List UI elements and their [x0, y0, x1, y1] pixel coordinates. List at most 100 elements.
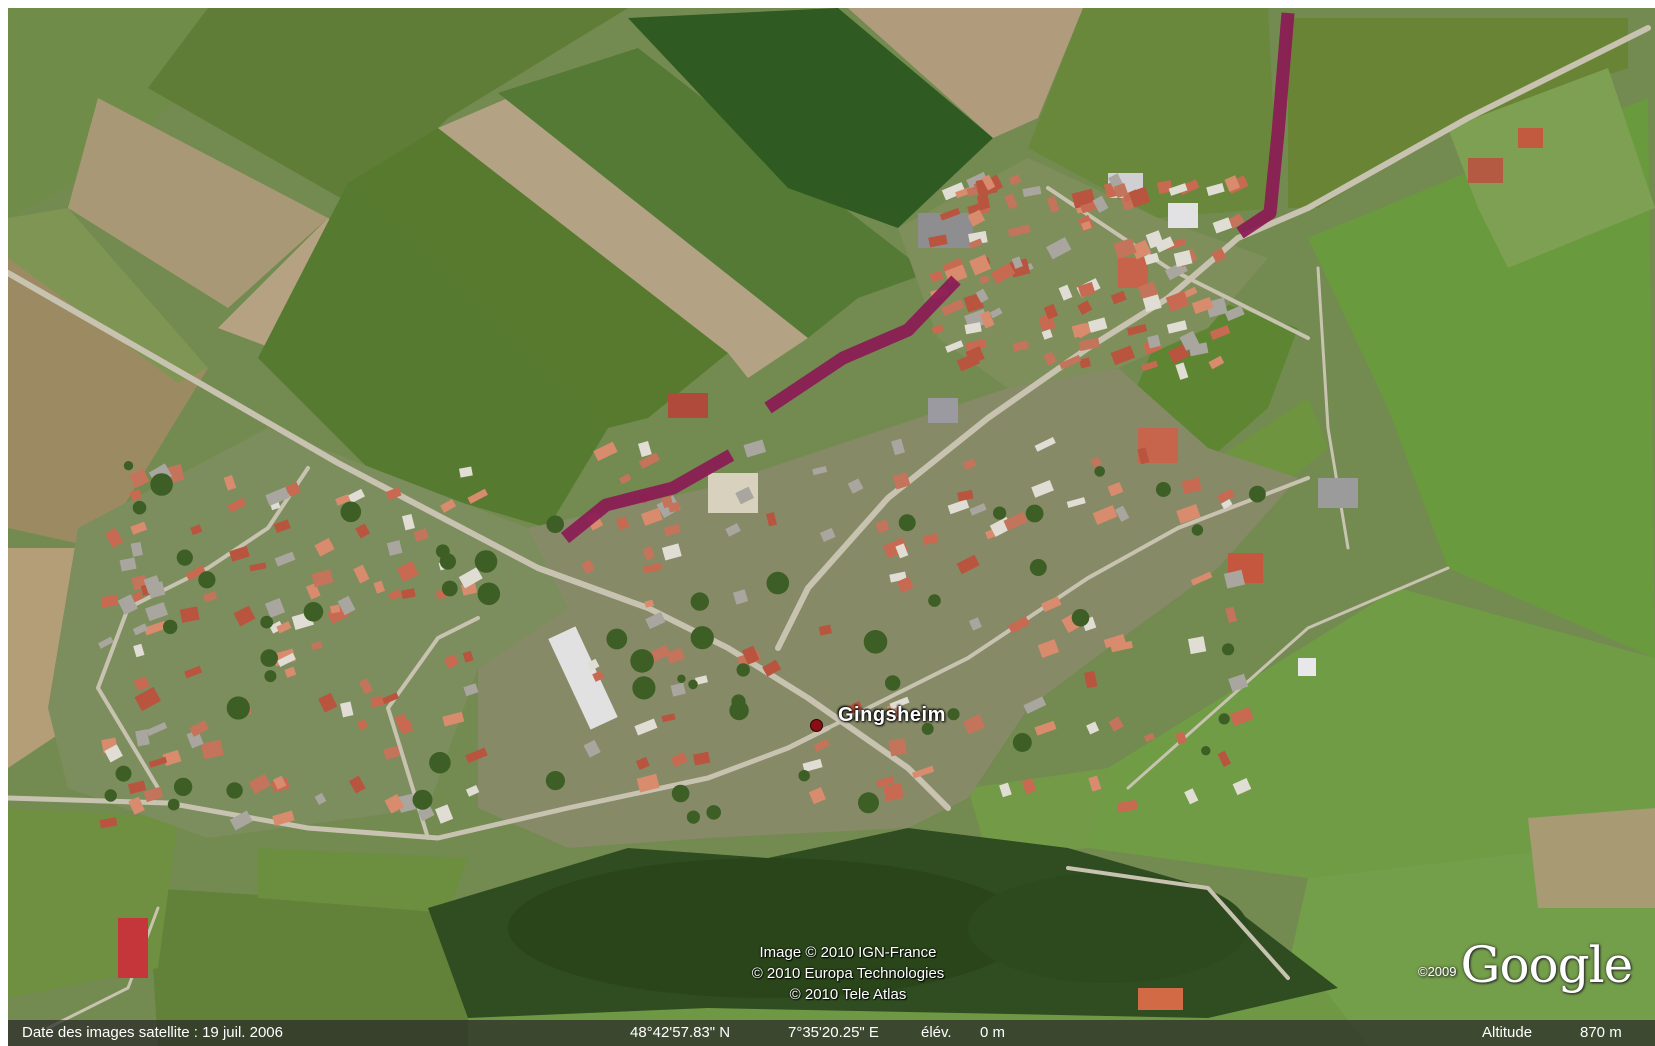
rooftop: [1224, 305, 1245, 322]
rooftop: [353, 564, 370, 584]
tree: [885, 675, 901, 691]
rooftop: [1034, 437, 1056, 452]
tree: [163, 619, 178, 635]
building: [1468, 158, 1503, 183]
rooftop: [892, 472, 911, 490]
attribution-line: © 2010 Europa Technologies: [751, 965, 945, 982]
rooftop: [1086, 721, 1100, 735]
village-rooftops: [98, 171, 1266, 831]
tree: [474, 550, 498, 573]
tree: [706, 805, 721, 820]
building: [118, 918, 148, 978]
rooftop: [1229, 706, 1254, 727]
rooftop: [314, 537, 335, 557]
rooftop: [145, 601, 169, 622]
rooftop: [990, 262, 1016, 284]
rooftop: [100, 594, 119, 608]
rooftop: [735, 486, 755, 505]
rooftop: [355, 523, 371, 539]
rooftop: [1211, 248, 1227, 263]
rooftop: [1083, 670, 1098, 689]
tree: [546, 515, 564, 534]
rooftop: [615, 516, 630, 531]
tree: [1029, 559, 1047, 576]
tree: [198, 571, 216, 589]
rooftop: [999, 782, 1012, 798]
rooftop: [964, 322, 982, 335]
tree: [993, 506, 1007, 520]
rooftop: [132, 623, 148, 636]
rooftop: [1007, 224, 1031, 237]
rooftop: [888, 737, 908, 757]
rooftop: [1092, 195, 1109, 213]
rooftop: [384, 794, 405, 814]
rooftop: [358, 678, 373, 695]
tree: [412, 789, 433, 810]
place-label[interactable]: Gingsheim: [838, 704, 946, 726]
rooftop: [1166, 320, 1188, 334]
tree: [858, 792, 879, 814]
rooftop: [1090, 456, 1102, 468]
woodland: [968, 873, 1248, 983]
rooftop: [1037, 639, 1060, 658]
location-marker-icon[interactable]: [810, 719, 823, 732]
rooftop: [583, 739, 601, 758]
tree: [264, 670, 277, 683]
rooftop: [1012, 340, 1030, 352]
rooftop: [435, 804, 454, 824]
rooftop: [146, 722, 168, 737]
rooftop: [619, 473, 632, 485]
rooftop: [743, 439, 767, 458]
tree: [545, 771, 566, 791]
route-segment: [560, 449, 735, 544]
rooftop: [642, 545, 656, 561]
rooftop: [337, 595, 356, 616]
rooftop: [1228, 673, 1249, 692]
tree: [1249, 485, 1266, 503]
rooftop: [229, 545, 250, 562]
rooftop: [462, 650, 474, 663]
rooftop: [945, 340, 964, 353]
field: [1528, 808, 1655, 908]
buildings: [118, 128, 1543, 1010]
rooftop: [129, 489, 143, 502]
rooftop: [119, 557, 137, 572]
rooftop: [1168, 183, 1188, 196]
rooftop: [98, 636, 114, 649]
rooftop: [1227, 213, 1245, 229]
elevation-value: 0 m: [980, 1024, 1006, 1041]
rooftop: [765, 512, 777, 527]
tree: [340, 501, 362, 523]
tree: [863, 630, 888, 654]
tree: [173, 777, 193, 797]
rooftop: [1224, 175, 1241, 192]
tree: [688, 679, 698, 690]
rooftop: [388, 588, 403, 601]
satellite-map-view[interactable]: Gingsheim Image © 2010 IGN-France © 2010…: [8, 8, 1655, 1046]
rooftop: [1167, 343, 1190, 364]
rooftop: [386, 540, 403, 556]
rooftop: [129, 468, 150, 489]
rooftop: [818, 624, 832, 636]
rooftop: [1217, 488, 1235, 504]
rooftop: [1206, 183, 1225, 196]
altitude-label: Altitude: [1482, 1024, 1533, 1041]
rooftop: [979, 310, 995, 329]
rooftop: [465, 785, 480, 797]
rooftop: [1046, 195, 1060, 214]
field: [258, 848, 468, 913]
woodland: [508, 858, 1028, 998]
rooftop: [134, 686, 162, 712]
tree: [1222, 643, 1235, 656]
rooftop: [1209, 324, 1231, 340]
rooftop: [440, 498, 457, 513]
rooftop: [592, 670, 605, 682]
rooftop: [928, 234, 948, 248]
road: [8, 270, 951, 811]
rooftop: [273, 519, 291, 533]
rooftop: [1107, 481, 1124, 497]
residential-zone: [478, 368, 1298, 848]
road: [1046, 186, 1310, 340]
rooftop: [876, 775, 895, 788]
rooftop: [581, 559, 595, 575]
